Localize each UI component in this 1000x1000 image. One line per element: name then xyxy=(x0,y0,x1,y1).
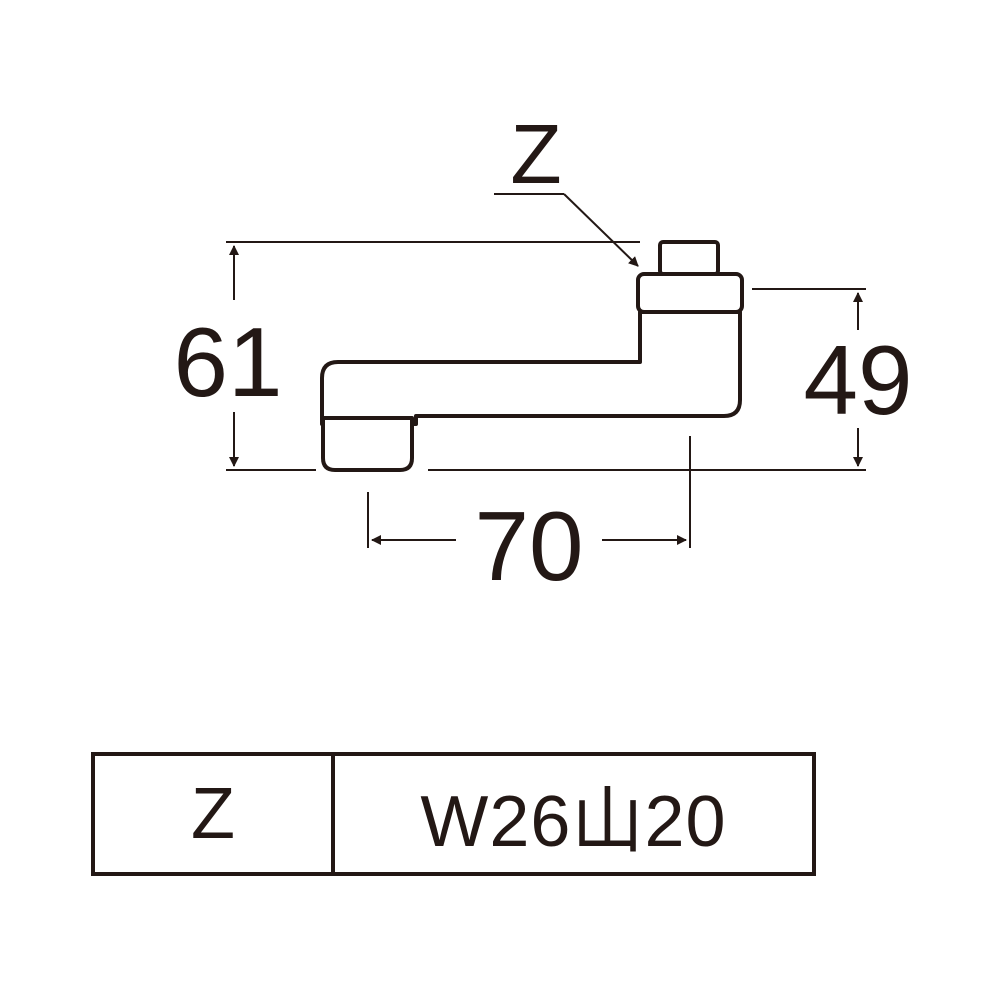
callout-leader xyxy=(494,193,639,267)
dimension-label-49: 49 xyxy=(803,325,912,435)
spout-body xyxy=(320,310,742,426)
dimension-61 xyxy=(226,241,640,471)
spout-aerator xyxy=(321,416,414,472)
dimension-label-61: 61 xyxy=(173,307,282,417)
dimension-label-70: 70 xyxy=(474,491,583,601)
spec-table-value-cell: W26山20 xyxy=(420,781,727,862)
spout-collar xyxy=(636,272,744,314)
callout-label-z: Z xyxy=(510,107,561,201)
dimension-70 xyxy=(367,436,691,548)
spec-table: Z W26山20 xyxy=(91,752,816,876)
spout-part xyxy=(320,240,744,472)
spout-top-cap xyxy=(658,240,720,276)
callout-leader-diagonal xyxy=(563,193,639,267)
spec-table-key-cell: Z xyxy=(95,756,335,872)
dimension-49 xyxy=(428,288,866,471)
